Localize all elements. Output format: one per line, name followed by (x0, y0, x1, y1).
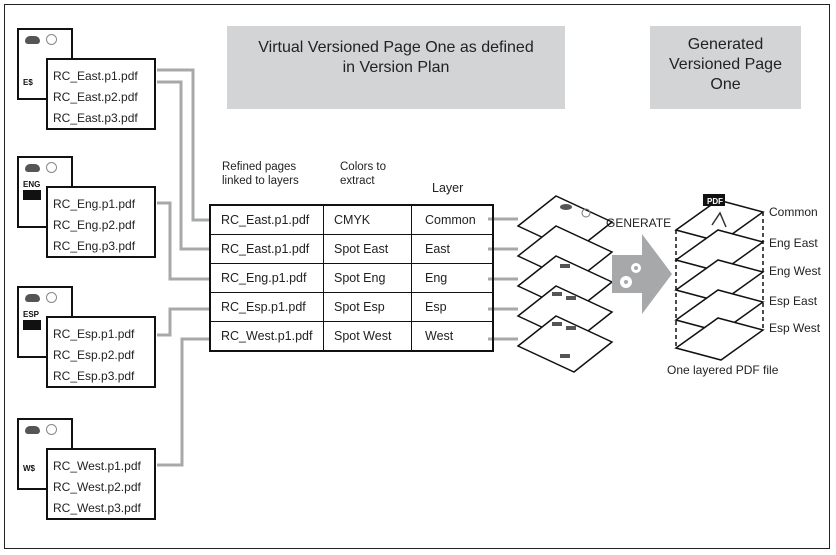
face-icon (581, 208, 591, 218)
black-bar-icon (23, 190, 41, 200)
generate-label: GENERATE (606, 216, 672, 230)
layer-sheet-west (516, 315, 614, 373)
face-icon (46, 34, 57, 45)
file-item[interactable]: RC_Esp.p2.pdf (53, 348, 135, 362)
connector-east-east (157, 80, 209, 251)
black-bar-icon (23, 320, 41, 330)
output-layer-label: Eng West (769, 264, 821, 278)
file-item[interactable]: RC_East.p3.pdf (53, 111, 138, 125)
file-item[interactable]: RC_Eng.p3.pdf (53, 239, 136, 253)
output-layer-label: Eng East (769, 236, 818, 250)
face-icon (46, 424, 57, 435)
table-row: RC_East.p1.pdf Spot East East (209, 234, 494, 264)
output-caption: One layered PDF file (667, 363, 779, 377)
connector-west (157, 337, 209, 467)
diagram-frame (4, 4, 830, 549)
face-icon (46, 162, 57, 173)
output-layer-esp-west (674, 317, 765, 361)
file-item[interactable]: RC_East.p2.pdf (53, 90, 138, 104)
car-icon (25, 426, 40, 434)
header-layer: Layer (432, 181, 464, 195)
car-icon (25, 36, 40, 44)
virtual-page-banner: Virtual Versioned Page One as defined in… (227, 26, 565, 109)
connector-esp (157, 307, 209, 337)
header-refined-pages: Refined pages linked to layers (222, 161, 299, 187)
pdf-badge-icon (703, 194, 725, 206)
header-colors: Colors to extract (340, 161, 387, 187)
file-item[interactable]: RC_Eng.p2.pdf (53, 218, 136, 232)
connector-east-common (157, 68, 209, 222)
generate-arrow-icon (612, 234, 672, 314)
car-icon (25, 164, 40, 172)
file-item[interactable]: RC_Esp.p3.pdf (53, 369, 135, 383)
output-layer-label: Common (769, 205, 818, 219)
barcode-icon (560, 264, 570, 268)
file-item[interactable]: RC_Esp.p1.pdf (53, 327, 135, 341)
file-item[interactable]: RC_West.p1.pdf (53, 459, 141, 473)
connector-eng (157, 201, 209, 281)
file-item[interactable]: RC_East.p1.pdf (53, 69, 138, 83)
table-row: RC_West.p1.pdf Spot West West (209, 321, 494, 352)
source-file-list: RC_West.p1.pdf RC_West.p2.pdf RC_West.p3… (46, 448, 156, 520)
face-icon (46, 292, 57, 303)
output-layer-label: Esp West (769, 321, 821, 335)
source-file-list: RC_Eng.p1.pdf RC_Eng.p2.pdf RC_Eng.p3.pd… (46, 186, 156, 258)
version-plan-table: RC_East.p1.pdf CMYK Common RC_East.p1.pd… (209, 204, 494, 352)
file-item[interactable]: RC_West.p2.pdf (53, 480, 141, 494)
generated-page-banner: Generated Versioned Page One (650, 26, 801, 109)
file-item[interactable]: RC_West.p3.pdf (53, 501, 141, 515)
car-icon (560, 204, 572, 210)
file-item[interactable]: RC_Eng.p1.pdf (53, 197, 136, 211)
table-row: RC_Esp.p1.pdf Spot Esp Esp (209, 292, 494, 322)
table-row: RC_East.p1.pdf CMYK Common (209, 204, 494, 235)
acrobat-icon (711, 211, 727, 228)
svg-text:PDF: PDF (707, 197, 723, 206)
table-row: RC_Eng.p1.pdf Spot Eng Eng (209, 263, 494, 293)
car-icon (25, 294, 40, 302)
output-layer-label: Esp East (769, 294, 818, 308)
source-file-list: RC_Esp.p1.pdf RC_Esp.p2.pdf RC_Esp.p3.pd… (46, 316, 156, 388)
source-file-list: RC_East.p1.pdf RC_East.p2.pdf RC_East.p3… (46, 58, 156, 130)
